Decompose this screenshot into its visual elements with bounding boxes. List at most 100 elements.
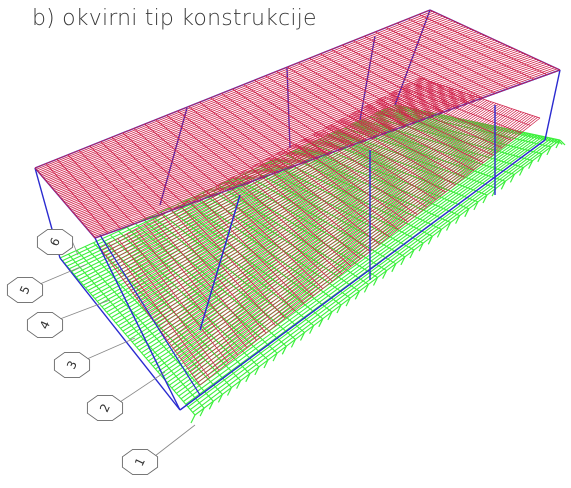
floor-edge-tick: [217, 394, 223, 403]
floor-grid-line: [178, 135, 541, 397]
floor-grid-line: [173, 134, 535, 392]
inner-grid-line: [197, 116, 538, 383]
floor-edge-tick: [336, 304, 342, 314]
inner-grid-line: [176, 108, 513, 354]
floor-edge-tick: [372, 277, 379, 286]
roof-grid-line: [54, 28, 472, 191]
inner-grid-line: [170, 106, 506, 346]
roof-grid-line: [85, 60, 540, 228]
roof-grid-line: [57, 32, 480, 195]
roof-grid-line: [94, 69, 561, 239]
roof-grid-line: [55, 30, 475, 193]
frame-column: [544, 69, 561, 141]
floor-edge-tick: [299, 332, 306, 341]
axis-marker-octagon: [86, 394, 124, 422]
floor-edge-tick: [400, 256, 406, 266]
floor-edge-tick: [281, 346, 287, 355]
inner-grid-line: [174, 107, 511, 352]
roof-grid-line: [69, 44, 506, 209]
roof-grid-line: [34, 9, 431, 169]
floor-edge-tick: [290, 339, 296, 348]
inner-grid-line: [195, 116, 536, 380]
floor-edge-tick: [522, 131, 529, 138]
floor-edge-tick: [254, 366, 260, 376]
floor-grid-line: [176, 134, 538, 394]
roof-grid-line: [45, 20, 454, 181]
roof-grid-line: [67, 42, 501, 207]
inner-grid-line: [165, 103, 499, 338]
roof-grid-line: [66, 40, 498, 205]
roof-grid-line: [37, 12, 436, 172]
floor-grid-line: [131, 123, 484, 343]
floor-edge-tick: [525, 132, 532, 139]
floor-grid-line: [166, 132, 527, 383]
axis-marker-octagon: [6, 276, 44, 304]
roof-grid-line: [49, 24, 462, 186]
roof-grid-line: [64, 39, 496, 204]
floor-edge-tick: [199, 407, 205, 417]
floor-edge-tick: [518, 167, 525, 176]
axis-leader-line: [119, 371, 166, 403]
floor-edge-tick: [545, 136, 552, 143]
frame-column: [199, 194, 241, 331]
axis-leader-line: [154, 424, 196, 457]
floor-grid-line: [138, 125, 492, 351]
roof-grid-line: [42, 16, 446, 177]
inner-grid-line: [146, 96, 476, 312]
floor-edge-tick: [548, 137, 555, 144]
figure-caption: b) okvirni tip konstrukcije: [32, 6, 317, 31]
roof-grid-line: [51, 26, 467, 188]
floor-edge-tick: [418, 242, 424, 252]
floor-edge-tick: [236, 380, 242, 389]
floor-edge-tick: [473, 201, 479, 211]
inner-grid-line: [136, 92, 464, 299]
roof-grid-line: [73, 48, 514, 214]
roof-grid-line: [68, 43, 503, 208]
floor-grid-line: [141, 125, 495, 354]
inner-grid-line: [178, 109, 515, 357]
roof-grid-line: [76, 51, 522, 218]
inner-grid-line: [149, 97, 481, 317]
inner-grid-line: [167, 104, 502, 341]
inner-grid-line: [153, 99, 485, 323]
floor-edge-tick: [528, 132, 535, 139]
floor-edge-tick: [528, 160, 534, 169]
floor-edge-tick: [536, 134, 543, 141]
floor-edge-tick: [190, 414, 196, 424]
roof-grid-line: [80, 55, 529, 222]
inner-grid-line: [142, 94, 471, 307]
roof-grid-line: [81, 56, 532, 223]
inner-grid-line: [192, 114, 532, 375]
floor-edge-tick: [455, 215, 461, 224]
floor-edge-tick: [409, 249, 415, 259]
roof-slab-grid: [34, 9, 561, 239]
inner-grid-line: [103, 79, 425, 254]
floor-edge-tick: [537, 153, 543, 163]
floor-edge-tick: [531, 133, 538, 140]
inner-grid-line: [157, 100, 490, 328]
floor-beam: [59, 257, 181, 411]
roof-grid-line: [84, 58, 537, 226]
roof-grid-line: [91, 66, 553, 235]
inner-grid-line: [147, 96, 478, 315]
roof-grid-line: [92, 67, 555, 236]
roof-grid-line: [62, 37, 490, 201]
roof-grid-line: [87, 62, 545, 230]
inner-grid-line: [190, 113, 529, 373]
inner-grid-line: [144, 95, 474, 309]
floor-edge-tick: [363, 284, 369, 293]
floor-edge-tick: [556, 138, 563, 145]
roof-grid-line: [88, 63, 548, 232]
axis-leader-line: [59, 299, 111, 320]
roof-grid-line: [93, 68, 558, 237]
floor-edge-tick: [208, 401, 214, 410]
floor-grid-line: [143, 126, 498, 356]
roof-grid-line: [44, 19, 451, 180]
inner-grid-line: [168, 105, 504, 344]
inner-grid-line: [138, 93, 467, 301]
roof-grid-line: [38, 13, 438, 173]
floor-edge-tick: [226, 387, 233, 396]
floor-edge-tick: [546, 146, 552, 156]
floor-grid-line: [192, 138, 558, 413]
